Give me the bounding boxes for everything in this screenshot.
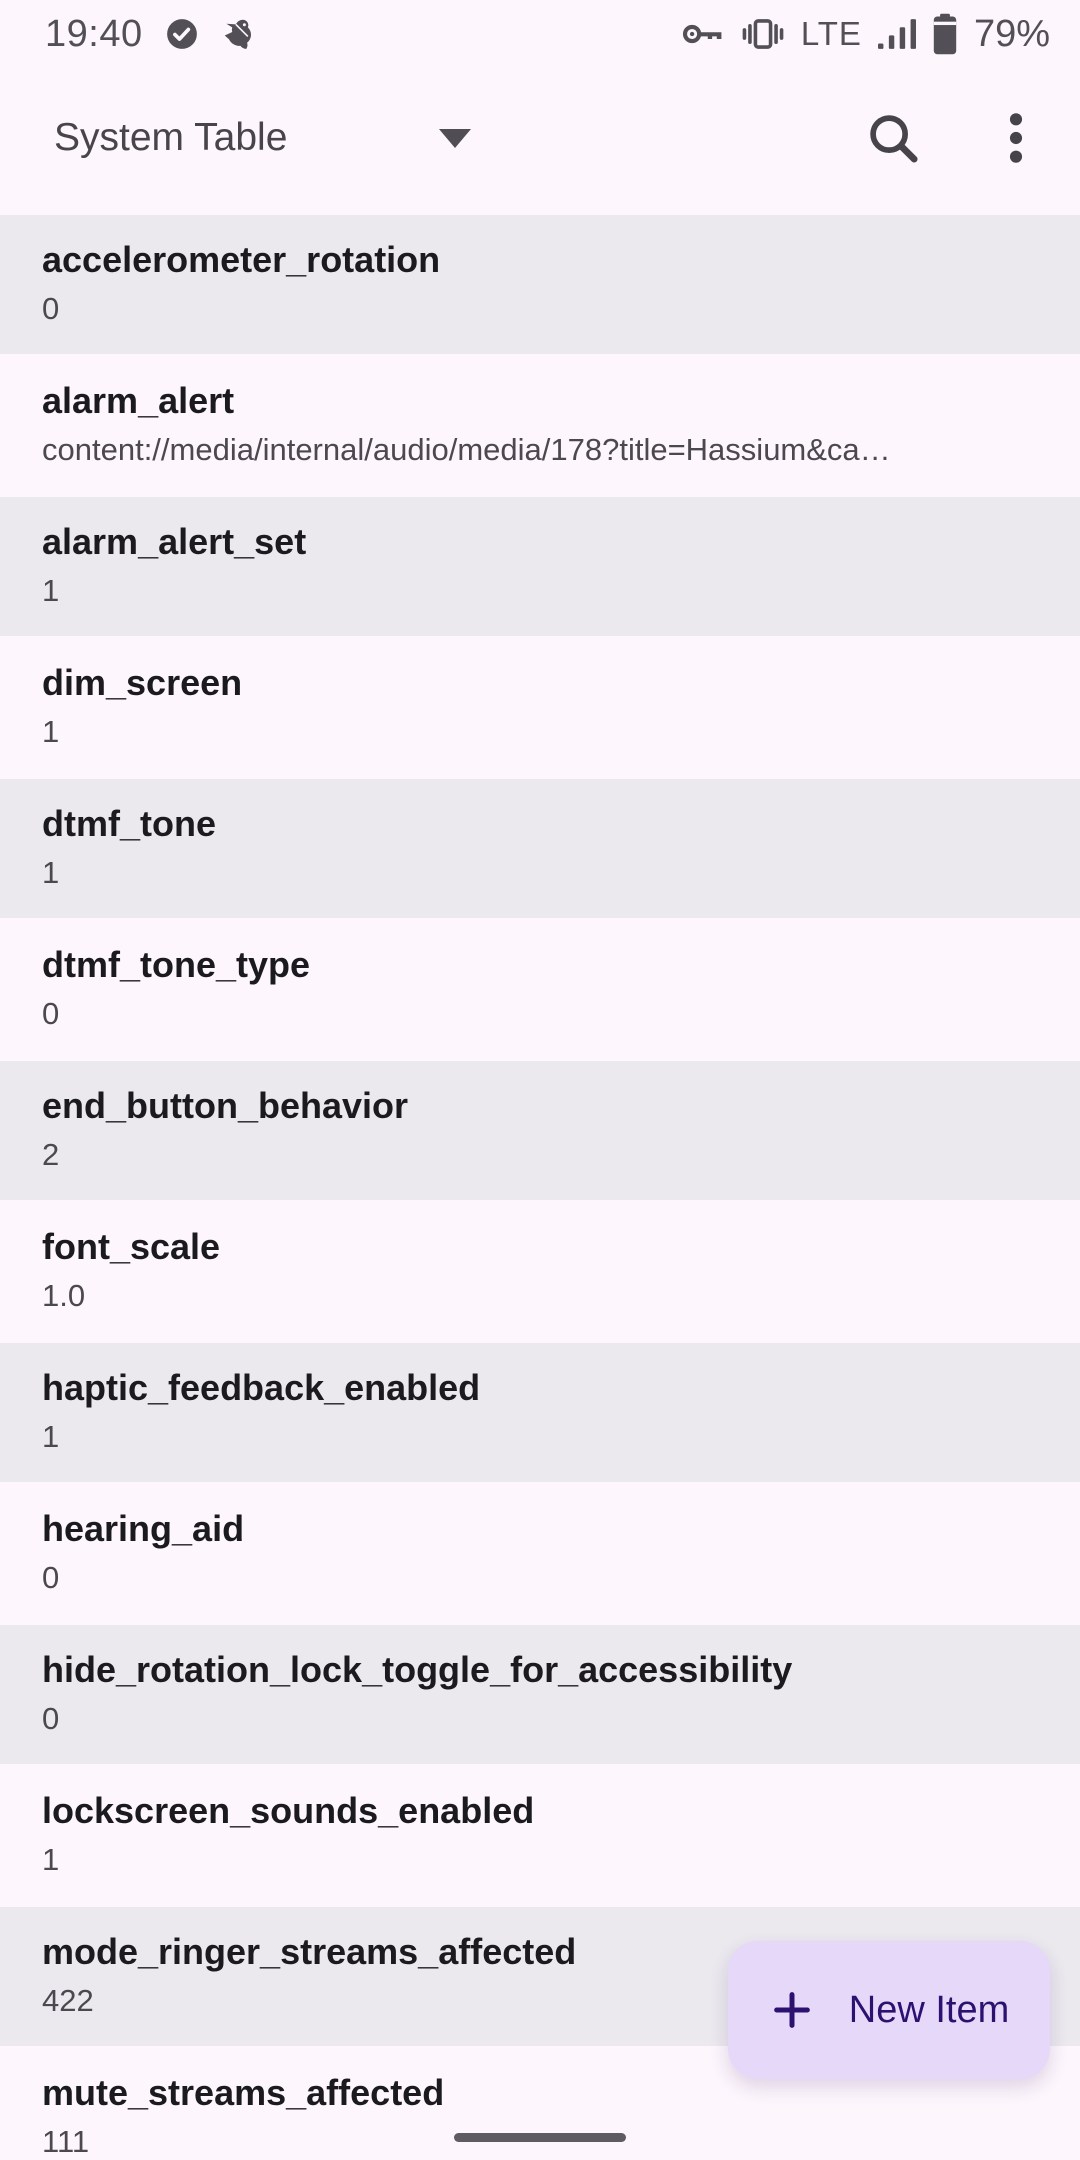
setting-key: haptic_feedback_enabled [42,1367,481,1408]
setting-key: alarm_alert [42,380,235,421]
settings-row[interactable]: dtmf_tone 1 [0,779,1080,918]
setting-key: mute_streams_affected [42,2072,445,2113]
setting-key: alarm_alert_set [42,521,307,562]
settings-row[interactable]: haptic_feedback_enabled 1 [0,1343,1080,1482]
settings-row[interactable]: hearing_aid 0 [0,1484,1080,1623]
battery-icon [933,13,957,55]
table-selector-label: System Table [54,116,288,159]
settings-list: accelerometer_rotation 0 alarm_alert con… [0,215,1080,2160]
setting-value: 111 [42,2124,90,2159]
home-gesture-bar[interactable] [454,2133,626,2142]
status-bar-left: 19:40 [45,13,257,56]
setting-key: dim_screen [42,662,243,703]
setting-value: 0 [42,1560,60,1595]
setting-value: 1 [42,855,60,890]
battery-percent-label: 79% [973,12,1050,55]
plus-icon [773,1992,810,2028]
setting-value: 1 [42,1419,60,1454]
search-button[interactable] [854,99,932,177]
setting-value: 0 [42,996,60,1031]
setting-value: 2 [42,1137,60,1172]
setting-key: dtmf_tone [42,803,216,844]
app-bar-actions [854,99,1080,177]
check-circle-icon [166,19,197,49]
setting-key: hearing_aid [42,1508,245,1549]
network-type-label: LTE [800,15,862,52]
setting-value: content://media/internal/audio/media/178… [42,432,891,467]
status-bar[interactable]: 19:40 LTE [0,0,1080,62]
setting-value: 1.0 [42,1278,86,1313]
table-selector-dropdown[interactable]: System Table [0,116,472,160]
settings-row[interactable]: hide_rotation_lock_toggle_for_accessibil… [0,1625,1080,1764]
signal-icon [877,19,916,49]
settings-row[interactable]: dim_screen 1 [0,638,1080,777]
setting-key: dtmf_tone_type [42,944,311,985]
setting-key: accelerometer_rotation [42,239,441,280]
app-bar: System Table [0,82,1080,194]
more-vert-icon [1009,113,1023,163]
bird-icon [224,19,251,49]
setting-value: 1 [42,573,60,608]
search-icon [870,115,918,163]
vibrate-icon [742,19,784,49]
new-item-fab[interactable]: New Item [728,1941,1050,2079]
setting-key: lockscreen_sounds_enabled [42,1790,535,1831]
setting-value: 1 [42,714,60,749]
setting-value: 422 [42,1983,94,2018]
setting-key: end_button_behavior [42,1085,409,1126]
settings-row[interactable]: end_button_behavior 2 [0,1061,1080,1200]
clock: 19:40 [45,12,143,55]
settings-row[interactable]: accelerometer_rotation 0 [0,215,1080,354]
settings-row[interactable]: mute_streams_affected 111 [0,2048,1080,2160]
settings-row[interactable]: font_scale 1.0 [0,1202,1080,1341]
settings-row[interactable]: alarm_alert content://media/internal/aud… [0,356,1080,495]
setting-value: 1 [42,1842,60,1877]
status-bar-right: LTE 79% [681,13,1050,56]
settings-row[interactable]: lockscreen_sounds_enabled 1 [0,1766,1080,1905]
setting-key: font_scale [42,1226,221,1267]
setting-value: 0 [42,291,60,326]
setting-key: hide_rotation_lock_toggle_for_accessibil… [42,1649,793,1690]
settings-row[interactable]: alarm_alert_set 1 [0,497,1080,636]
new-item-fab-label: New Item [848,1988,1010,2031]
chevron-down-icon [439,128,472,148]
key-icon [682,24,722,44]
setting-value: 0 [42,1701,60,1736]
setting-key: mode_ringer_streams_affected [42,1931,577,1972]
overflow-menu-button[interactable] [980,99,1052,177]
settings-row[interactable]: dtmf_tone_type 0 [0,920,1080,1059]
